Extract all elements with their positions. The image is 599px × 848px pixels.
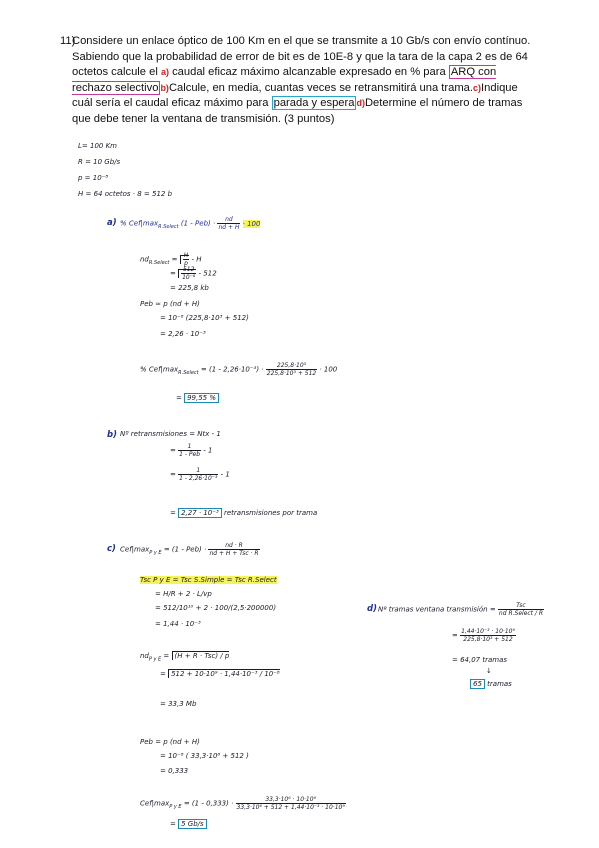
statement-text-5: Determine el número de tramas que debe t… [72,97,523,125]
part-c-nd-step: = 512 + 10·10⁹ · 1,44·10⁻³ / 10⁻⁸ [160,669,280,678]
given-distance: L= 100 Km [78,142,117,150]
part-c-tsc: Tsc P y E = Tsc S.Simple = Tsc R.Select [140,576,277,584]
given-rate: R = 10 Gb/s [78,158,121,166]
given-header: H = 64 octetos · 8 = 512 b [78,190,173,198]
part-d-approx: = 64,07 tramas [452,656,508,664]
part-a-peb-step: = 10⁻⁸ (225,8·10³ + 512) [160,314,249,322]
statement-text-3: Calcule, en media, cuantas veces se retr… [168,81,474,94]
part-c-tsc-step2: = 512/10¹⁰ + 2 · 100/(2,5·200000) [155,604,277,612]
part-c-peb-step: = 10⁻⁸ ( 33,3·10⁶ + 512 ) [160,752,249,760]
part-b-label: b) [107,430,117,440]
mark-a: a) [160,67,169,77]
part-c-peb-result: = 0,333 [160,767,189,775]
statement-text-4: Indique cuál sería el caudal eficaz máxi… [72,81,518,110]
problem-statement: 11) Considere un enlace óptico de 100 Km… [60,34,532,127]
part-c-nd-result: = 33,3 Mb [160,700,197,708]
part-c-label: c) [107,544,116,554]
part-b-result: = 2,27 · 10⁻³ retransmisiones por trama [170,508,318,518]
part-c-nd: ndP y E = (H + R · Tsc) / p [140,651,230,663]
part-a-peb: Peb ≃ p (nd + H) [140,300,200,308]
part-b-line1: Nº retransmisiones = Ntx - 1 [120,430,221,438]
part-c-tsc-step1: = H/R + 2 · L/vp [155,590,212,598]
part-a-nd-result: = 225,8 kb [170,284,209,292]
part-d-result: 65 tramas [470,679,512,689]
part-a-cef: % Cef|maxR.Select = (1 - 2,26·10⁻³) · 22… [140,362,338,377]
statement-text-2: caudal eficaz máximo alcanzable expresad… [172,66,446,78]
highlight-parada-espera: parada y espera [271,96,357,110]
mark-c: c) [473,82,482,93]
part-c-peb: Peb = p (nd + H) [140,738,200,746]
part-a-result: = 99,55 % [176,393,220,403]
highlight-arq-selectivo: ARQ con rechazo selectivo [72,65,497,95]
part-a-label: a) [107,218,117,228]
part-c-result: = 5 Gb/s [170,819,207,829]
mark-d: d) [356,98,365,108]
given-error-prob: p = 10⁻⁸ [78,174,109,182]
part-c-cef: Cef|maxP y E = (1 - 0,333) · 33,3·10⁶ · … [140,796,346,811]
statement-text-1: Considere un enlace óptico de 100 Km en … [72,35,531,78]
down-arrow-icon: ↓ [486,667,492,675]
part-a-peb-result: = 2,26 · 10⁻³ [160,330,206,338]
part-c-tsc-result: = 1,44 · 10⁻³ [155,620,201,628]
part-d-label: d) [367,604,377,614]
mark-b: b) [160,82,169,93]
problem-number: 11) [60,35,76,47]
